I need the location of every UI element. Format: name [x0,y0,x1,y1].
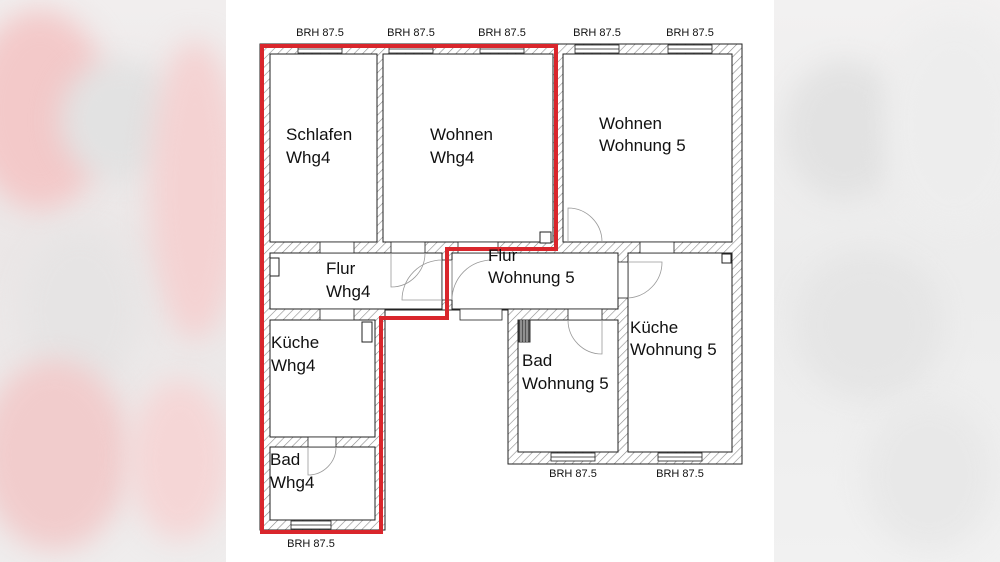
floor-plan: Schlafen Whg4 Wohnen Whg4 Wohnen Wohnung… [259,27,743,550]
brh-label-bottom-bad-whg4: BRH 87.5 [287,538,335,550]
svg-text:Wohnung 5: Wohnung 5 [522,374,609,393]
brh-label-top-2: BRH 87.5 [387,27,435,39]
window-top-5 [667,44,713,54]
window-bottom-bad-whg4 [290,520,332,530]
room-label-bad-wohnung5: Bad Wohnung 5 [522,351,609,393]
svg-text:Whg4: Whg4 [430,148,474,167]
room-label-kueche-whg4: Küche Whg4 [271,333,319,375]
brh-label-bottom-kueche-wohnung5: BRH 87.5 [656,468,704,480]
svg-text:Küche: Küche [630,318,678,337]
window-bottom-kueche-wohnung5 [657,452,703,462]
room-label-kueche-wohnung5: Küche Wohnung 5 [630,318,717,359]
svg-text:Whg4: Whg4 [326,282,370,301]
window-bottom-bad-wohnung5 [550,452,596,462]
brh-label-top-1: BRH 87.5 [296,27,344,39]
svg-text:Wohnung 5: Wohnung 5 [599,136,686,155]
room-label-flur-whg4: Flur Whg4 [326,259,370,301]
svg-text:Whg4: Whg4 [270,473,314,492]
room-label-schlafen-whg4: Schlafen Whg4 [286,125,352,167]
apartment-highlight-outline [260,44,558,534]
blurred-background-right [774,0,1000,562]
svg-text:Whg4: Whg4 [271,356,315,375]
svg-text:Bad: Bad [270,450,300,469]
svg-text:Flur: Flur [326,259,356,278]
room-label-flur-wohnung5: Flur Wohnung 5 [488,246,575,287]
room-label-wohnen-wohnung5: Wohnen Wohnung 5 [599,114,686,155]
brh-label-bottom-bad-wohnung5: BRH 87.5 [549,468,597,480]
brh-label-top-3: BRH 87.5 [478,27,526,39]
floor-plan-canvas: Schlafen Whg4 Wohnen Whg4 Wohnen Wohnung… [226,0,774,562]
svg-text:Wohnung 5: Wohnung 5 [630,340,717,359]
svg-text:Flur: Flur [488,246,518,265]
svg-text:Schlafen: Schlafen [286,125,352,144]
window-top-4 [574,44,620,54]
svg-text:Küche: Küche [271,333,319,352]
room-label-bad-whg4: Bad Whg4 [270,450,314,492]
shafts [269,231,732,343]
door-swings [307,207,663,476]
brh-label-top-5: BRH 87.5 [666,27,714,39]
svg-text:Wohnung 5: Wohnung 5 [488,268,575,287]
svg-text:Bad: Bad [522,351,552,370]
svg-text:Wohnen: Wohnen [599,114,662,133]
room-label-wohnen-whg4: Wohnen Whg4 [430,125,493,167]
brh-label-top-4: BRH 87.5 [573,27,621,39]
svg-text:Wohnen: Wohnen [430,125,493,144]
svg-text:Whg4: Whg4 [286,148,330,167]
blurred-background-left [0,0,226,562]
radiator-grid [518,319,531,343]
